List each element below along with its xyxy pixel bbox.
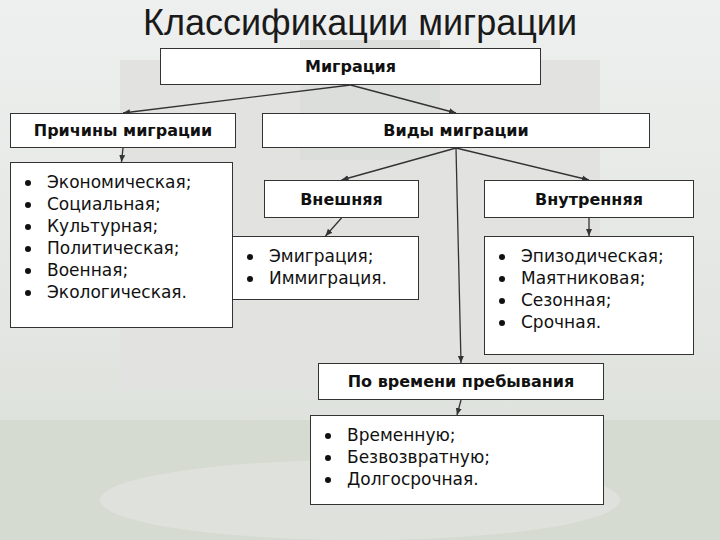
connector-arrow <box>122 148 124 162</box>
box-label: По времени пребывания <box>348 372 575 391</box>
slide-title: Классификации миграции <box>0 2 720 44</box>
connector-arrow <box>342 148 457 180</box>
list-item: Сезонная; <box>493 289 687 311</box>
box-label: Внутренняя <box>535 190 643 209</box>
list-item: Срочная. <box>493 311 687 333</box>
box-label: Причины миграции <box>34 121 213 140</box>
box-label: Миграция <box>305 57 396 76</box>
square-ground <box>0 420 720 540</box>
list-item: Политическая; <box>19 237 226 259</box>
category-box: Виды миграции <box>262 113 650 148</box>
connector-arrow <box>456 148 461 363</box>
list-box: Временную;Безвозвратную;Долгосрочная. <box>310 415 604 505</box>
category-box: Причины миграции <box>10 113 236 148</box>
root-box: Миграция <box>160 48 541 85</box>
list-item: Маятниковая; <box>493 267 687 289</box>
category-box: По времени пребывания <box>318 363 604 400</box>
connector-arrow <box>123 85 351 113</box>
connector-arrow <box>588 218 589 236</box>
list-item: Временную; <box>319 424 597 446</box>
list-item: Экономическая; <box>19 171 226 193</box>
list-item: Социальная; <box>19 193 226 215</box>
list-item: Культурная; <box>19 215 226 237</box>
list-box: Экономическая;Социальная;Культурная;Поли… <box>10 162 233 328</box>
list-item: Экологическая. <box>19 281 226 303</box>
type-box: Внешняя <box>264 180 419 218</box>
connector-arrow <box>456 148 589 180</box>
list-item: Иммиграция. <box>241 267 412 289</box>
connector-arrow <box>326 218 342 236</box>
list-item: Долгосрочная. <box>319 468 597 490</box>
box-label: Виды миграции <box>383 121 529 140</box>
connector-arrow <box>351 85 457 113</box>
type-box: Внутренняя <box>484 180 694 218</box>
list-item: Военная; <box>19 259 226 281</box>
list-item: Эмиграция; <box>241 245 412 267</box>
list-box: Эпизодическая;Маятниковая;Сезонная;Срочн… <box>484 236 694 355</box>
connector-arrow <box>457 400 461 415</box>
list-box: Эмиграция;Иммиграция. <box>232 236 419 300</box>
box-label: Внешняя <box>300 190 383 209</box>
list-item: Эпизодическая; <box>493 245 687 267</box>
list-item: Безвозвратную; <box>319 446 597 468</box>
